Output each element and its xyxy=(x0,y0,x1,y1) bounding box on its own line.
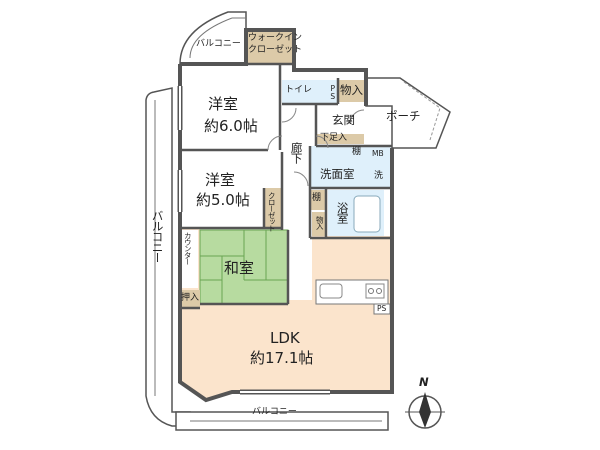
toilet-floor xyxy=(282,80,338,104)
western-room-2-name: 洋室 xyxy=(205,171,236,189)
walkin-closet-label-2: クローゼット xyxy=(248,45,303,55)
ldk-name: LDK xyxy=(270,329,300,347)
shoe-closet-floor xyxy=(316,134,364,144)
walkin-closet-label-1: ウォークイン xyxy=(248,33,303,43)
genkan-floor xyxy=(316,106,366,134)
western-room-1-floor xyxy=(180,64,280,150)
storage-top-floor xyxy=(338,80,364,102)
washer-label: 洗 xyxy=(374,171,384,181)
oshiire-label: 押入 xyxy=(181,293,200,303)
bath-label: 浴室 xyxy=(335,202,350,223)
balcony-top-label: バルコニー xyxy=(196,39,241,49)
washroom-floor xyxy=(310,146,392,188)
western-room-1-name: 洋室 xyxy=(208,95,239,113)
porch xyxy=(365,77,451,149)
western-room-2-floor xyxy=(180,152,264,228)
genkan-label: 玄関 xyxy=(332,113,355,127)
shoe-closet-label: 下足入 xyxy=(320,133,348,143)
compass-north-label: N xyxy=(419,375,429,389)
storage-bath-label: 物入 xyxy=(315,216,325,229)
toilet-label: トイレ xyxy=(285,85,313,95)
ldk-size: 約17.1帖 xyxy=(250,349,314,367)
compass-icon xyxy=(405,392,445,429)
closet-small-floor xyxy=(264,188,282,228)
shelf2-floor xyxy=(310,190,326,210)
shelf1-label: 棚 xyxy=(352,147,362,157)
corridor-label: 廊下 xyxy=(289,142,304,163)
ldk-floor xyxy=(180,228,390,400)
western-room-2-size: 約5.0帖 xyxy=(196,191,250,209)
washroom-label: 洗面室 xyxy=(320,167,355,181)
porch-label: ポーチ xyxy=(386,109,421,123)
walkin-closet-floor xyxy=(246,30,294,64)
counter-strip xyxy=(180,230,198,288)
oshiire-floor xyxy=(180,290,200,308)
western-room-1-size: 約6.0帖 xyxy=(204,117,258,135)
counter-label: カウンター xyxy=(183,232,193,265)
closet-small-label: クローゼット xyxy=(267,192,277,231)
shelf2-label: 棚 xyxy=(312,193,322,203)
mb-label: MB xyxy=(372,149,384,158)
storage-top-label: 物入 xyxy=(340,83,363,97)
washitsu-label: 和室 xyxy=(224,259,255,277)
balcony-left-label: バルコニー xyxy=(150,210,165,263)
balcony-bottom-label: バルコニー xyxy=(252,407,297,417)
storage-bath-floor xyxy=(312,212,326,236)
ps-kitchen-label: PS xyxy=(377,304,387,313)
ps-label: PS xyxy=(328,84,338,100)
